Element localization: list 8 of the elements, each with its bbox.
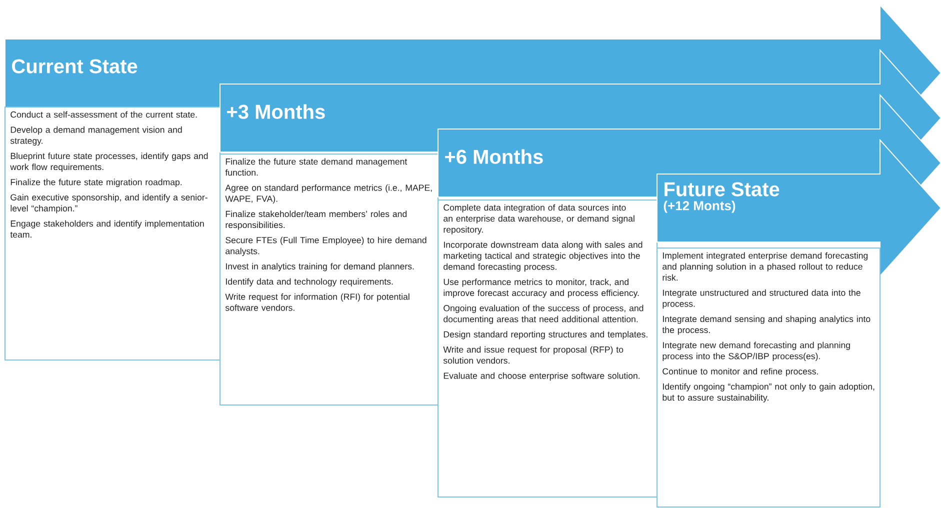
text-box: Conduct a self-assessment of the current state. Develop a demand management vision and strategy. Blueprint future state processes, identify gaps and work flow requirements. Finalize the future state migration roadmap. Gain executive sponsorship, and identify a senior-level “champion.” Engage stakeholders and identify implementation team. — [4, 106, 220, 360]
node-label: Current State — [12, 59, 138, 74]
node-label: (+12 Monts) — [664, 200, 736, 213]
text-box: Finalize the future state demand management function. Agree on standard performance metrics (i.e., MAPE, WAPE, FVA). Finalize stakeholder/team members’ roles and responsibilities. Secure FTEs (Full Time Employee) to hire demand analysts. Invest in analytics training for demand planners. Identify data and technology requirements. Write request for information (RFI) for potential software vendors. — [220, 154, 438, 406]
text-box: Complete data integration of data sources into an enterprise data warehouse, or demand signal repository. Incorporate downstream data along with sales and marketing tactical and strategic objectives into the demand forecasting process. Use performance metrics to monitor, track, and improve forecast accuracy and process efficiency. Ongoing evaluation of the success of process, and documenting areas that need additional attention. Design standard reporting structures and templates. Write and issue request for proposal (RFP) to solution vendors. Evaluate and choose enterprise software solution. — [438, 200, 658, 498]
node-label: +3 Months — [227, 104, 325, 119]
node-label: +6 Months — [445, 149, 543, 164]
text-box: Implement integrated enterprise demand forecasting and planning solution in a phased rollout to reduce risk. Integrate unstructured and structured data into the process. Integrate demand sensing and shaping analytics into the process. Integrate new demand forecasting and planning process into the S&OP/IBP process(es). Continue to monitor and refine process. Identify ongoing “champion” not only to gain adoption, but to assure sustainability. — [656, 248, 881, 508]
